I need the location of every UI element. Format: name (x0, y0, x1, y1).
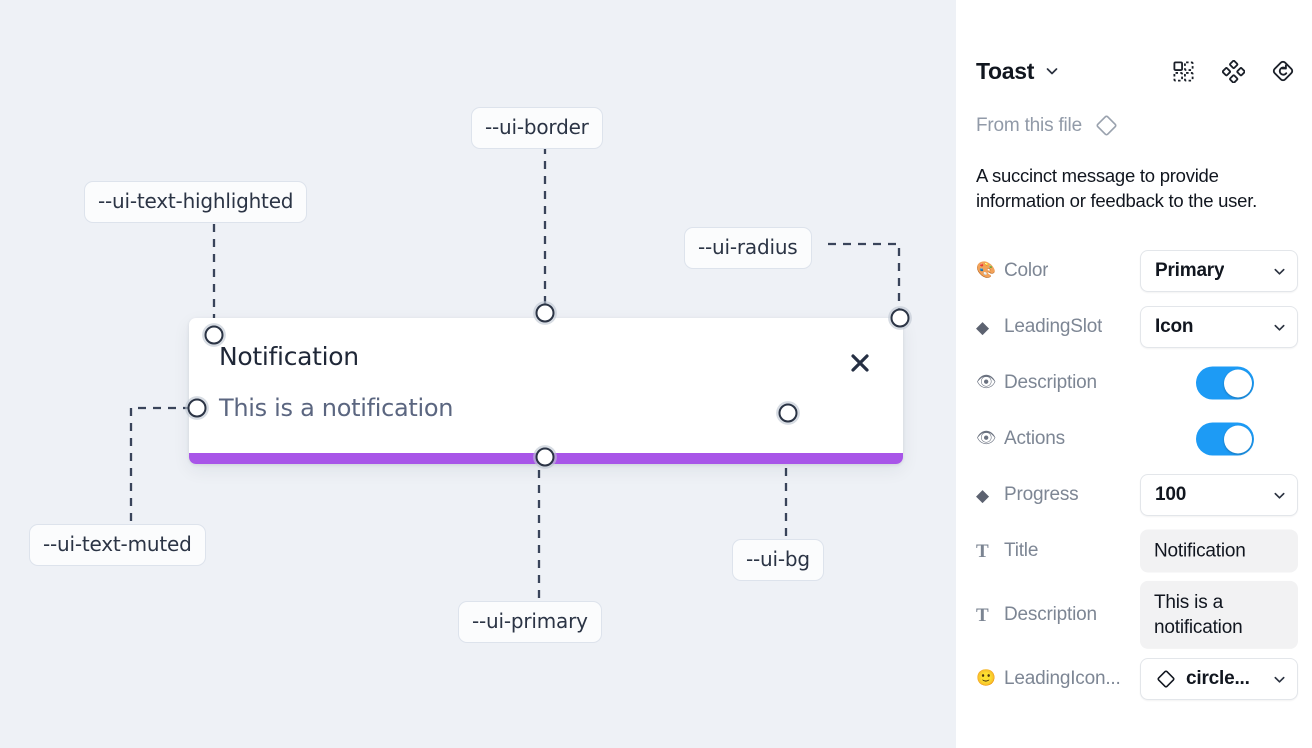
token-label-primary[interactable]: --ui-primary (458, 601, 602, 643)
token-label-text-muted[interactable]: --ui-text-muted (29, 524, 206, 566)
property-label-leadingicon: LeadingIcon... (1004, 668, 1121, 689)
anchor-handle-border[interactable] (535, 303, 555, 323)
panel-header-actions (1170, 58, 1296, 84)
anchor-handle-text-muted[interactable] (187, 398, 207, 418)
chevron-down-icon (1272, 672, 1287, 687)
reset-component-icon[interactable] (1270, 58, 1296, 84)
leadingslot-select-value: Icon (1155, 316, 1194, 337)
property-label-description-toggle: Description (1004, 372, 1097, 393)
token-label-border[interactable]: --ui-border (471, 107, 603, 149)
diamond-icon: ◆ (976, 317, 990, 337)
property-row-description-text[interactable]: T Description This is a notification (956, 579, 1312, 651)
component-description: A succinct message to provide informatio… (976, 165, 1258, 212)
property-label-description-text: Description (1004, 604, 1097, 625)
property-row-actions-toggle[interactable]: 👁 Actions (956, 411, 1312, 467)
anchor-handle-primary[interactable] (535, 447, 555, 467)
text-glyph-icon: T (976, 604, 989, 626)
property-row-leadingslot[interactable]: ◆ LeadingSlot Icon (956, 299, 1312, 355)
chevron-down-icon (1272, 488, 1287, 503)
anchor-handle-radius[interactable] (890, 308, 910, 328)
property-label-color: Color (1004, 260, 1049, 281)
property-control-description-toggle (1196, 366, 1298, 400)
property-label-actions-toggle: Actions (1004, 428, 1065, 449)
title-input[interactable]: Notification (1140, 529, 1298, 573)
property-control-description-text: This is a notification (1140, 580, 1298, 650)
property-row-progress[interactable]: ◆ Progress 100 (956, 467, 1312, 523)
toast-title: Notification (219, 342, 359, 371)
anchor-handle-text-highlighted[interactable] (204, 325, 224, 345)
actions-toggle[interactable] (1196, 422, 1254, 456)
token-label-radius[interactable]: --ui-radius (684, 227, 812, 269)
page-title: Toast (976, 57, 1035, 84)
description-toggle[interactable] (1196, 366, 1254, 400)
leadingslot-select[interactable]: Icon (1140, 306, 1298, 348)
chevron-down-icon[interactable] (1044, 63, 1060, 79)
anchor-handle-bg[interactable] (778, 403, 798, 423)
description-input-value: This is a notification (1154, 591, 1243, 638)
property-control-leadingslot: Icon (1140, 306, 1298, 348)
color-select-value: Primary (1155, 260, 1225, 281)
diamond-icon: ◆ (976, 485, 990, 505)
toggle-knob (1223, 425, 1252, 453)
property-list: 🎨 Color Primary ◆ LeadingSlot (956, 243, 1312, 707)
property-row-description-toggle[interactable]: 👁 Description (956, 355, 1312, 411)
from-this-file-row[interactable]: From this file (976, 113, 1119, 138)
property-control-color: Primary (1140, 250, 1298, 292)
close-x-icon[interactable] (843, 346, 877, 380)
property-label-leadingslot: LeadingSlot (1004, 316, 1103, 337)
text-glyph-icon: T (976, 540, 989, 562)
panel-header: Toast (956, 48, 1312, 94)
diamond-icon (1155, 668, 1177, 690)
property-control-title: Notification (1140, 529, 1298, 573)
title-input-value: Notification (1154, 540, 1246, 562)
properties-panel: Toast (956, 0, 1312, 748)
progress-select[interactable]: 100 (1140, 474, 1298, 516)
chevron-down-icon (1272, 264, 1287, 279)
eye-emoji-icon: 👁 (976, 430, 997, 447)
eye-emoji-icon: 👁 (976, 374, 997, 391)
property-row-leadingicon[interactable]: 🙂 LeadingIcon... circle... (956, 651, 1312, 707)
progress-select-value: 100 (1155, 484, 1187, 505)
token-label-bg[interactable]: --ui-bg (732, 539, 824, 581)
property-label-title: Title (1004, 540, 1039, 561)
property-label-progress: Progress (1004, 484, 1079, 505)
palette-emoji-icon: 🎨 (976, 262, 996, 279)
description-input[interactable]: This is a notification (1140, 580, 1298, 650)
color-select[interactable]: Primary (1140, 250, 1298, 292)
token-label-text-highlighted[interactable]: --ui-text-highlighted (84, 181, 308, 223)
toast-description: This is a notification (219, 394, 454, 422)
chevron-down-icon (1272, 320, 1287, 335)
leadingicon-select[interactable]: circle... (1140, 658, 1298, 700)
property-control-actions-toggle (1196, 422, 1298, 456)
design-canvas[interactable]: Notification This is a notification --ui… (0, 0, 956, 748)
smiley-emoji-icon: 🙂 (976, 670, 996, 687)
property-control-progress: 100 (1140, 474, 1298, 516)
property-control-leadingicon: circle... (1140, 658, 1298, 700)
diamond-icon (1094, 113, 1119, 138)
toast-preview-card[interactable]: Notification This is a notification (189, 318, 903, 464)
toggle-knob (1223, 369, 1252, 397)
component-variants-icon[interactable] (1220, 58, 1246, 84)
property-row-title[interactable]: T Title Notification (956, 523, 1312, 579)
leadingicon-select-value: circle... (1186, 668, 1250, 689)
property-row-color[interactable]: 🎨 Color Primary (956, 243, 1312, 299)
from-this-file-label: From this file (976, 114, 1082, 136)
component-picker-icon[interactable] (1170, 58, 1196, 84)
